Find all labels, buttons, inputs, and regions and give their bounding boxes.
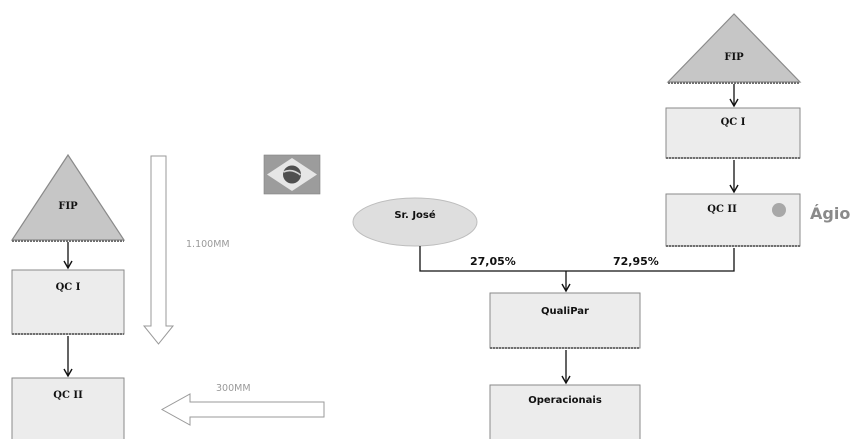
right-qc1-box: QC I <box>665 107 801 159</box>
amount-down-label: 1.100MM <box>186 239 230 250</box>
right-qc2-label: QC II <box>707 204 737 215</box>
hollow-down-arrow <box>142 155 175 345</box>
right-qc1-label: QC I <box>721 117 746 128</box>
hollow-left-arrow <box>160 393 325 426</box>
right-fip-label: FIP <box>724 52 744 63</box>
right-qc2-box: QC II <box>665 193 801 247</box>
operations-box: Operacionais <box>489 384 641 439</box>
ownership-connector <box>419 246 735 293</box>
brand-fragment: Ágio <box>810 204 850 223</box>
left-qc2-box: QC II <box>11 377 125 439</box>
left-fip-label: FIP <box>58 201 78 212</box>
brand-dot-icon <box>772 203 786 217</box>
operations-label: Operacionais <box>528 395 602 406</box>
left-qc1-label: QC I <box>56 282 81 293</box>
person-ellipse: Sr. José <box>352 197 478 247</box>
amount-left-label: 300MM <box>216 383 251 394</box>
person-label: Sr. José <box>394 209 436 221</box>
left-qc2-label: QC II <box>53 390 83 401</box>
pct-person-label: 27,05% <box>470 255 516 268</box>
brazil-flag-icon <box>263 154 321 195</box>
left-qc1-box: QC I <box>11 269 125 335</box>
pct-fund-label: 72,95% <box>613 255 659 268</box>
right-fip-triangle: FIP <box>666 13 802 84</box>
left-fip-triangle: FIP <box>10 153 126 242</box>
holding-box: QualiPar <box>489 292 641 349</box>
holding-label: QualiPar <box>541 306 589 317</box>
